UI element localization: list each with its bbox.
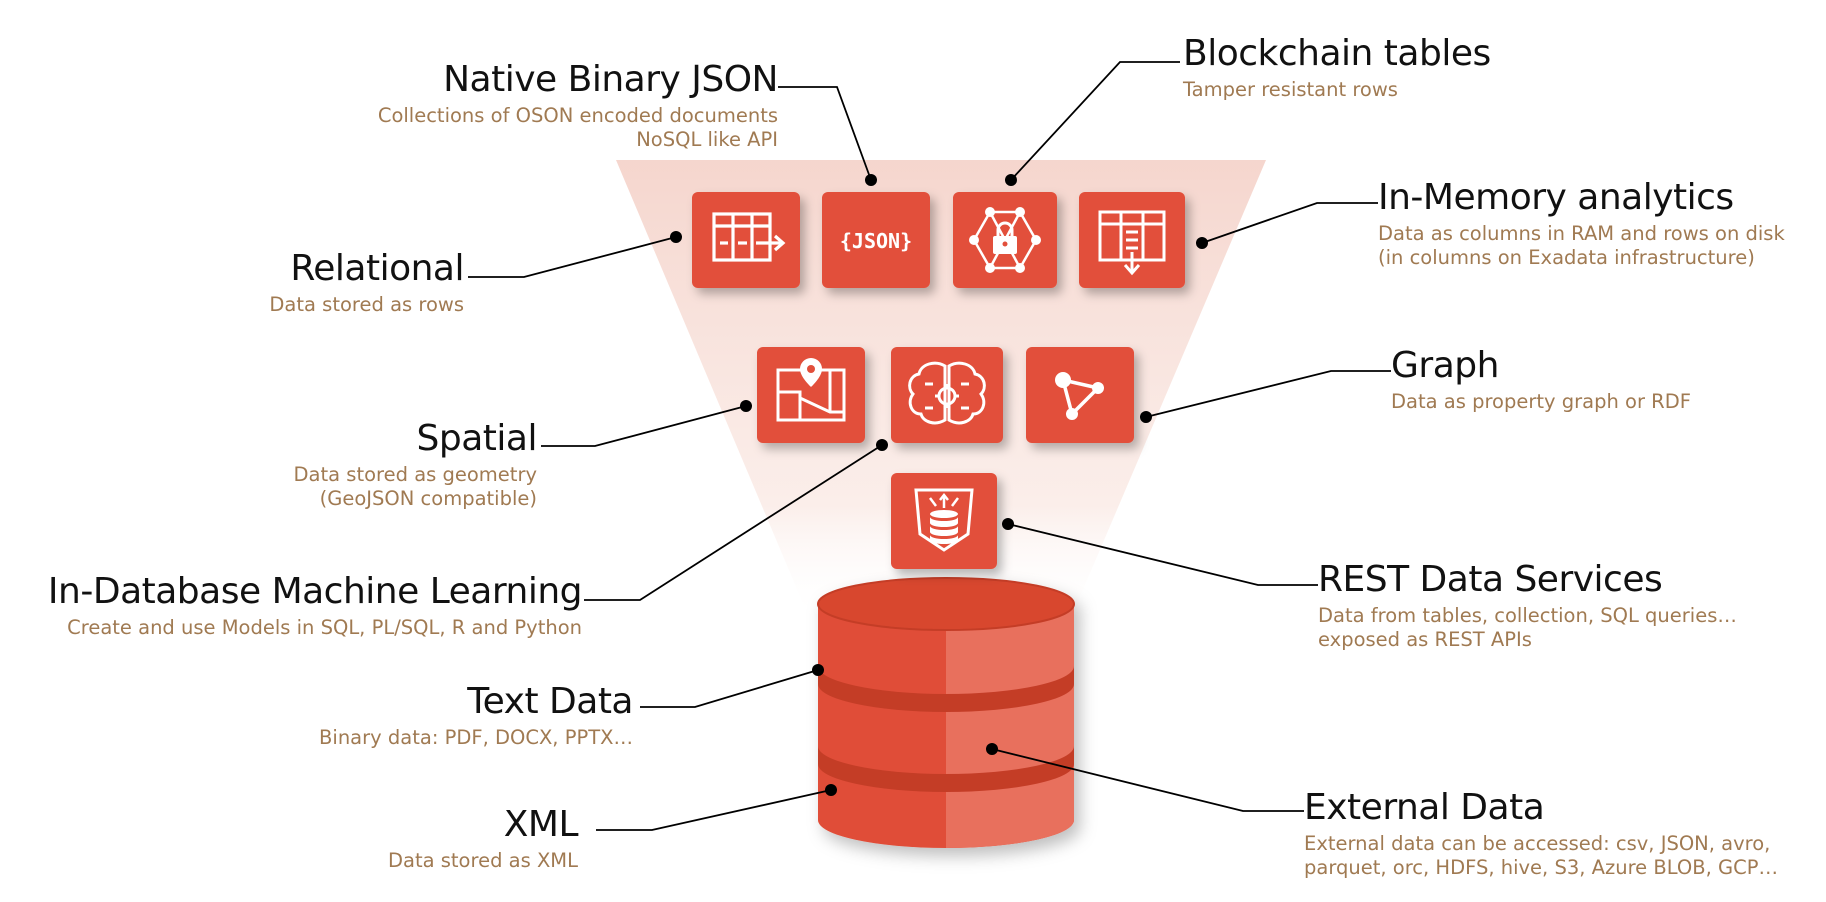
- rest-title: REST Data Services: [1318, 559, 1663, 600]
- leader-text: [640, 669, 819, 708]
- label-relational: Relational Data stored as rows: [269, 251, 464, 317]
- leader-ml: [584, 444, 883, 601]
- leader-xml: [596, 789, 832, 831]
- relational-table-icon: [692, 192, 800, 288]
- machine-learning-brain-icon: [891, 347, 1003, 443]
- text-data-desc: Binary data: PDF, DOCX, PPTX…: [319, 726, 633, 749]
- rest-desc: exposed as REST APIs: [1318, 628, 1532, 651]
- graph-title: Graph: [1391, 345, 1499, 386]
- native-json-desc: NoSQL like API: [636, 128, 778, 151]
- spatial-desc: (GeoJSON compatible): [319, 487, 537, 510]
- label-graph: Graph Data as property graph or RDF: [1391, 348, 1691, 414]
- in-memory-title: In-Memory analytics: [1378, 177, 1734, 218]
- in-memory-columns-icon: [1079, 192, 1185, 288]
- json-tile-text: {JSON}: [840, 229, 912, 253]
- leader-in-memory: [1201, 202, 1378, 244]
- spatial-desc: Data stored as geometry: [293, 463, 537, 486]
- external-desc: External data can be accessed: csv, JSON…: [1304, 832, 1771, 855]
- rest-services-icon: [891, 473, 997, 569]
- xml-desc: Data stored as XML: [387, 849, 578, 872]
- graph-icon: [1026, 347, 1134, 443]
- spatial-title: Spatial: [416, 418, 538, 459]
- label-native-json: Native Binary JSON Collections of OSON e…: [377, 59, 779, 152]
- leader-lines: [468, 61, 1391, 831]
- in-memory-desc: Data as columns in RAM and rows on disk: [1378, 222, 1785, 245]
- database-icon: [817, 577, 1075, 848]
- spatial-map-icon: [757, 347, 865, 443]
- leader-native-json: [778, 86, 872, 181]
- blockchain-lock-icon: [953, 192, 1057, 288]
- label-ml: In-Database Machine Learning Create and …: [47, 571, 583, 640]
- xml-title: XML: [503, 804, 579, 845]
- blockchain-title: Blockchain tables: [1183, 33, 1491, 74]
- blockchain-desc: Tamper resistant rows: [1183, 78, 1398, 101]
- rest-desc: Data from tables, collection, SQL querie…: [1318, 604, 1737, 627]
- ml-title: In-Database Machine Learning: [47, 571, 583, 612]
- leader-spatial: [541, 405, 747, 447]
- leader-rest: [1007, 523, 1318, 586]
- in-memory-desc: (in columns on Exadata infrastructure): [1378, 246, 1755, 269]
- label-external: External Data External data can be acces…: [1304, 790, 1778, 880]
- label-spatial: Spatial Data stored as geometry (GeoJSON…: [293, 418, 538, 511]
- label-text-data: Text Data Binary data: PDF, DOCX, PPTX…: [319, 684, 633, 750]
- label-rest: REST Data Services Data from tables, col…: [1318, 562, 1737, 652]
- relational-title: Relational: [290, 248, 464, 289]
- json-icon: {JSON}: [822, 192, 930, 288]
- leader-relational: [468, 236, 677, 278]
- ml-desc: Create and use Models in SQL, PL/SQL, R …: [67, 616, 582, 639]
- label-xml: XML Data stored as XML: [387, 804, 579, 873]
- external-title: External Data: [1304, 787, 1545, 828]
- text-data-title: Text Data: [467, 681, 633, 722]
- label-in-memory: In-Memory analytics Data as columns in R…: [1378, 180, 1785, 270]
- leader-external: [991, 748, 1304, 812]
- leader-blockchain: [1010, 61, 1180, 181]
- graph-desc: Data as property graph or RDF: [1391, 390, 1691, 413]
- relational-desc: Data stored as rows: [269, 293, 464, 316]
- leader-graph: [1145, 370, 1391, 418]
- native-json-desc: Collections of OSON encoded documents: [377, 104, 778, 127]
- native-json-title: Native Binary JSON: [443, 59, 778, 100]
- label-blockchain: Blockchain tables Tamper resistant rows: [1183, 36, 1491, 102]
- leader-dots: [670, 174, 1208, 796]
- external-desc: parquet, orc, HDFS, hive, S3, Azure BLOB…: [1304, 856, 1779, 879]
